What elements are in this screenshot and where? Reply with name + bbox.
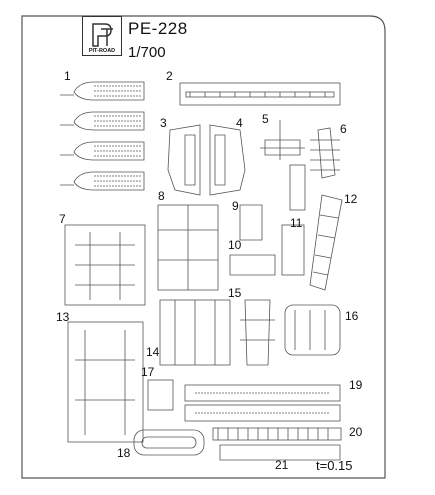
part-18 [133,429,205,456]
part-number-13: 13 [56,310,70,324]
part-14 [159,299,231,366]
part-number-10: 10 [228,238,242,252]
part-number-1: 1 [64,69,71,83]
part-15 [240,299,275,366]
part-19 [184,384,341,422]
part-number-11: 11 [290,216,303,230]
part-number-7: 7 [59,212,66,226]
scale-label: 1/700 [128,44,166,61]
part-number-8: 8 [158,189,165,203]
part-11 [281,164,306,276]
part-1-group [60,81,145,191]
part-number-17: 17 [141,365,155,379]
part-6 [310,127,340,179]
part-number-3: 3 [160,116,167,130]
part-number-2: 2 [166,69,173,83]
part-9-10 [229,204,276,276]
pit-road-logo-mark [92,23,113,47]
part-number-12: 12 [344,192,358,206]
part-12 [309,194,343,291]
part-7 [64,224,146,306]
part-number-15: 15 [228,286,242,300]
part-21 [219,444,341,461]
part-3-4 [167,124,246,196]
part-13 [67,321,144,443]
part-number-21: 21 [275,458,289,472]
part-number-14: 14 [146,345,160,359]
part-16 [284,304,341,356]
pit-road-logo: PIT-ROAD [82,16,122,56]
part-number-19: 19 [349,378,363,392]
part-number-9: 9 [232,199,239,213]
part-number-16: 16 [345,309,359,323]
part-5 [260,120,305,160]
part-number-18: 18 [117,446,131,460]
part-number-20: 20 [349,425,363,439]
brand-text: PIT-ROAD [88,48,116,54]
part-8 [157,204,219,291]
part-number-4: 4 [236,116,243,130]
product-code: PE-228 [128,19,188,38]
thickness-label: t=0.15 [316,458,353,473]
part-number-6: 6 [340,122,347,136]
part-20 [212,427,342,441]
part-number-5: 5 [262,112,269,126]
part-2 [179,82,341,106]
part-17 [147,379,174,411]
fret-frame [21,15,386,479]
